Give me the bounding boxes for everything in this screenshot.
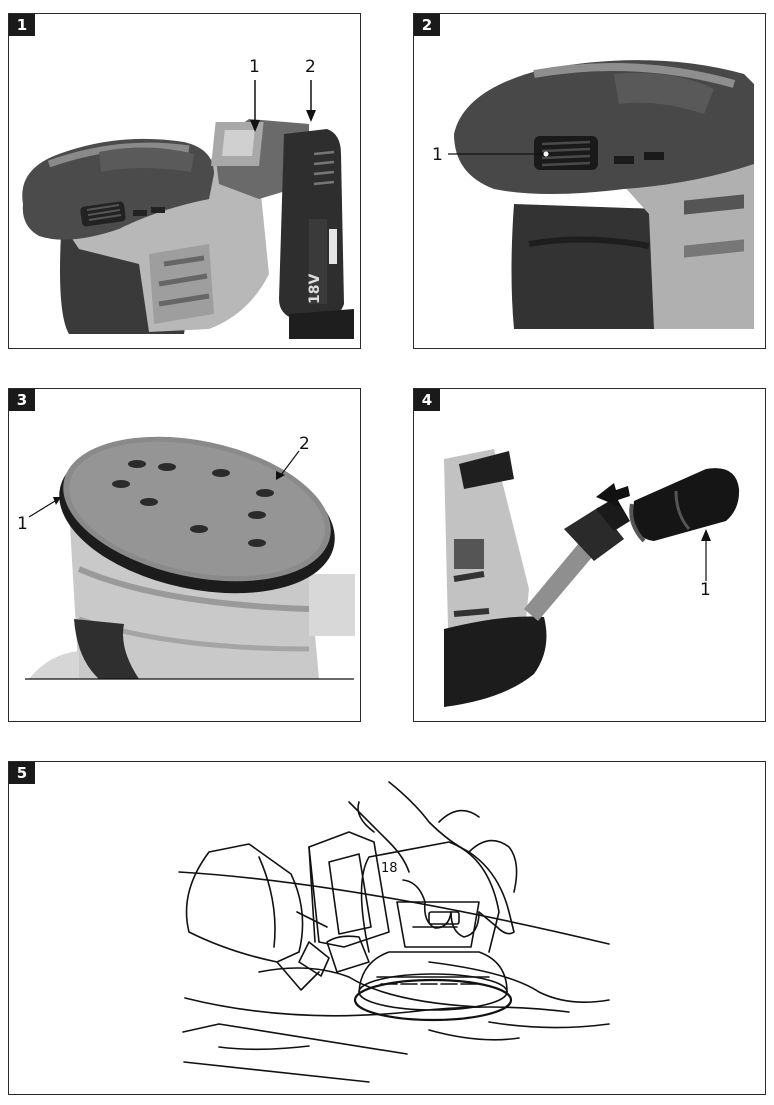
callout-label: 1 <box>432 145 443 165</box>
figure-number-badge: 4 <box>414 389 440 411</box>
sanding-operation-line-drawing: 18 <box>178 781 610 1083</box>
battery-voltage-label: 18V <box>307 274 323 304</box>
sander-top-battery-illustration: 18V 1 2 <box>22 57 354 339</box>
figure-4-panel: 4 1 <box>413 388 766 722</box>
figure-2-panel: 2 1 <box>413 13 766 349</box>
svg-text:18: 18 <box>381 861 398 876</box>
figure-number-badge: 3 <box>9 389 35 411</box>
callout-label: 2 <box>299 434 310 454</box>
figure-3-panel: 3 1 2 <box>8 388 361 722</box>
sander-switch-closeup-illustration: 1 <box>432 60 754 329</box>
callout-label: 1 <box>17 514 28 534</box>
dust-adapter-illustration: 1 <box>444 449 740 707</box>
figure-number-badge: 1 <box>9 14 35 36</box>
sanding-pad-illustration: 1 2 <box>17 434 355 680</box>
figure-5-panel: 5 18 <box>8 761 766 1095</box>
figure-number-badge: 2 <box>414 14 440 36</box>
figure-number-badge: 5 <box>9 762 35 784</box>
callout-label: 1 <box>700 580 711 600</box>
callout-label: 1 <box>249 57 260 77</box>
callout-label: 2 <box>305 57 316 77</box>
figure-1-panel: 1 18V 1 2 <box>8 13 361 349</box>
